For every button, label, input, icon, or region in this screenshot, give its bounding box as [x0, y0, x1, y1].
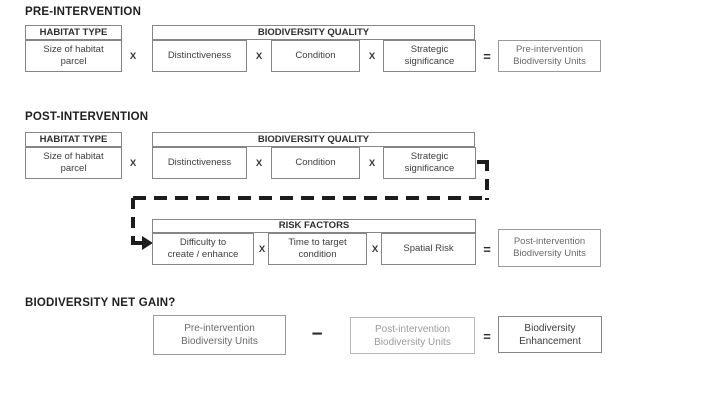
pre-habitat-type-header: HABITAT TYPE [25, 25, 122, 40]
connector-top-horizontal [477, 160, 489, 164]
post-result-box: Post-intervention Biodiversity Units [498, 229, 601, 267]
risk-factors-header: RISK FACTORS [152, 219, 476, 233]
post-strategic-significance-box: Strategic significance [383, 147, 476, 179]
risk-multiply-operator-2: X [371, 244, 379, 255]
post-habitat-type-header: HABITAT TYPE [25, 132, 122, 147]
pre-biodiversity-quality-header: BIODIVERSITY QUALITY [152, 25, 475, 40]
post-distinctiveness-box: Distinctiveness [152, 147, 247, 179]
connector-bottom-horizontal [131, 241, 144, 245]
pre-multiply-operator-2: X [255, 51, 263, 62]
post-biodiversity-quality-header: BIODIVERSITY QUALITY [152, 132, 475, 147]
enhancement-box: Biodiversity Enhancement [498, 316, 602, 353]
post-multiply-operator-3: X [368, 158, 376, 169]
post-section-title: POST-INTERVENTION [25, 111, 149, 123]
net-gain-equals-operator: = [483, 329, 491, 344]
pre-habitat-size-box: Size of habitat parcel [25, 40, 122, 72]
spatial-risk-box: Spatial Risk [381, 233, 476, 265]
post-habitat-size-box: Size of habitat parcel [25, 147, 122, 179]
net-gain-title: BIODIVERSITY NET GAIN? [25, 297, 176, 309]
post-multiply-operator-1: X [129, 158, 137, 169]
pre-units-box: Pre-intervention Biodiversity Units [153, 315, 286, 355]
pre-multiply-operator-1: X [129, 51, 137, 62]
pre-multiply-operator-3: X [368, 51, 376, 62]
connector-long-horizontal-dashed [133, 196, 489, 200]
post-units-box: Post-intervention Biodiversity Units [350, 317, 475, 354]
pre-distinctiveness-box: Distinctiveness [152, 40, 247, 72]
post-multiply-operator-2: X [255, 158, 263, 169]
risk-multiply-operator-1: X [258, 244, 266, 255]
arrow-head-icon [142, 236, 153, 250]
pre-strategic-significance-box: Strategic significance [383, 40, 476, 72]
pre-section-title: PRE-INTERVENTION [25, 6, 142, 18]
post-condition-box: Condition [271, 147, 360, 179]
post-equals-operator: = [483, 242, 491, 257]
pre-equals-operator: = [483, 49, 491, 64]
difficulty-box: Difficulty to create / enhance [152, 233, 254, 265]
pre-result-box: Pre-intervention Biodiversity Units [498, 40, 601, 72]
minus-operator: − [311, 324, 323, 345]
pre-condition-box: Condition [271, 40, 360, 72]
time-to-target-box: Time to target condition [268, 233, 367, 265]
connector-right-vertical-dashed [485, 160, 489, 200]
connector-left-vertical-dashed [131, 198, 135, 243]
